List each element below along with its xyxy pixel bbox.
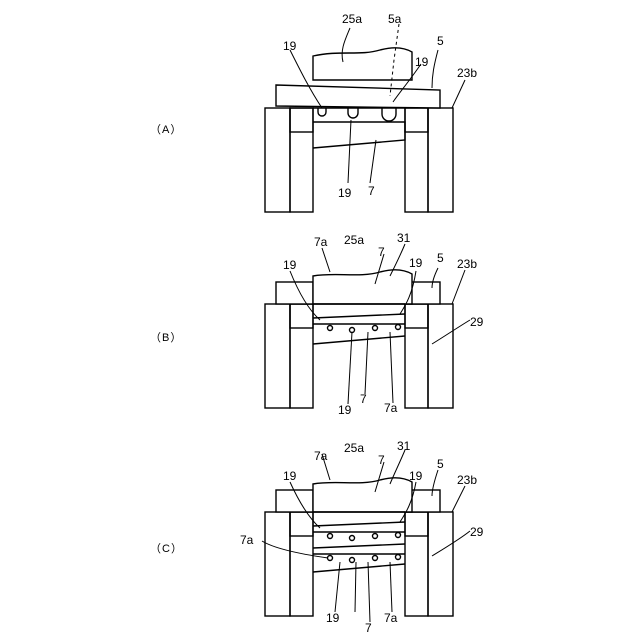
panel-label: （B） xyxy=(150,331,182,344)
ref-label: 7a xyxy=(384,611,398,625)
ref-label: 7 xyxy=(360,392,367,406)
panel-c: （C） 7a xyxy=(150,439,484,635)
ref-label: 5 xyxy=(437,251,444,265)
ref-label: 19 xyxy=(283,469,297,483)
hole xyxy=(382,108,396,121)
ref-label: 7a xyxy=(314,449,328,463)
ref-label: 31 xyxy=(397,439,411,453)
ref-label: 5 xyxy=(437,34,444,48)
ref-label: 23b xyxy=(457,473,477,487)
ref-label: 23b xyxy=(457,66,477,80)
frame-walls xyxy=(265,512,453,616)
ref-label: 7a xyxy=(384,401,398,415)
ref-label: 31 xyxy=(397,231,411,245)
ref-label: 19 xyxy=(409,469,423,483)
panel-label: （A） xyxy=(150,123,182,136)
hole xyxy=(318,108,326,116)
ref-label: 29 xyxy=(470,525,484,539)
panel-label: （C） xyxy=(150,542,183,555)
ref-label: 7 xyxy=(378,245,385,259)
ref-label: 7 xyxy=(378,453,385,467)
hole xyxy=(348,108,358,118)
ref-label: 19 xyxy=(409,256,423,270)
ref-label: 25a xyxy=(344,441,364,455)
ref-label: 19 xyxy=(415,55,429,69)
ref-label: 19 xyxy=(338,403,352,417)
member-7 xyxy=(313,122,405,148)
plate-5 xyxy=(276,85,440,108)
ref-label: 19 xyxy=(338,186,352,200)
ref-label: 29 xyxy=(470,315,484,329)
ref-label: 7 xyxy=(365,621,372,635)
frame-walls xyxy=(265,108,453,212)
frame-walls xyxy=(265,304,453,408)
ref-label: 7 xyxy=(368,184,375,198)
block-25a xyxy=(313,48,412,80)
ref-label: 19 xyxy=(283,258,297,272)
panel-a: （A） 25a 5a 19 5 19 23b 19 7 xyxy=(150,12,477,212)
ref-label: 25a xyxy=(342,12,362,26)
ref-label: 19 xyxy=(326,611,340,625)
panel-b: （B） 7a 25a 31 7 19 19 5 xyxy=(150,231,484,417)
ref-label: 7a xyxy=(314,235,328,249)
ref-label: 23b xyxy=(457,257,477,271)
ref-label: 19 xyxy=(283,39,297,53)
ref-label: 5 xyxy=(437,457,444,471)
ref-label: 25a xyxy=(344,233,364,247)
ref-label: 5a xyxy=(388,12,402,26)
ref-label: 7a xyxy=(240,533,254,547)
